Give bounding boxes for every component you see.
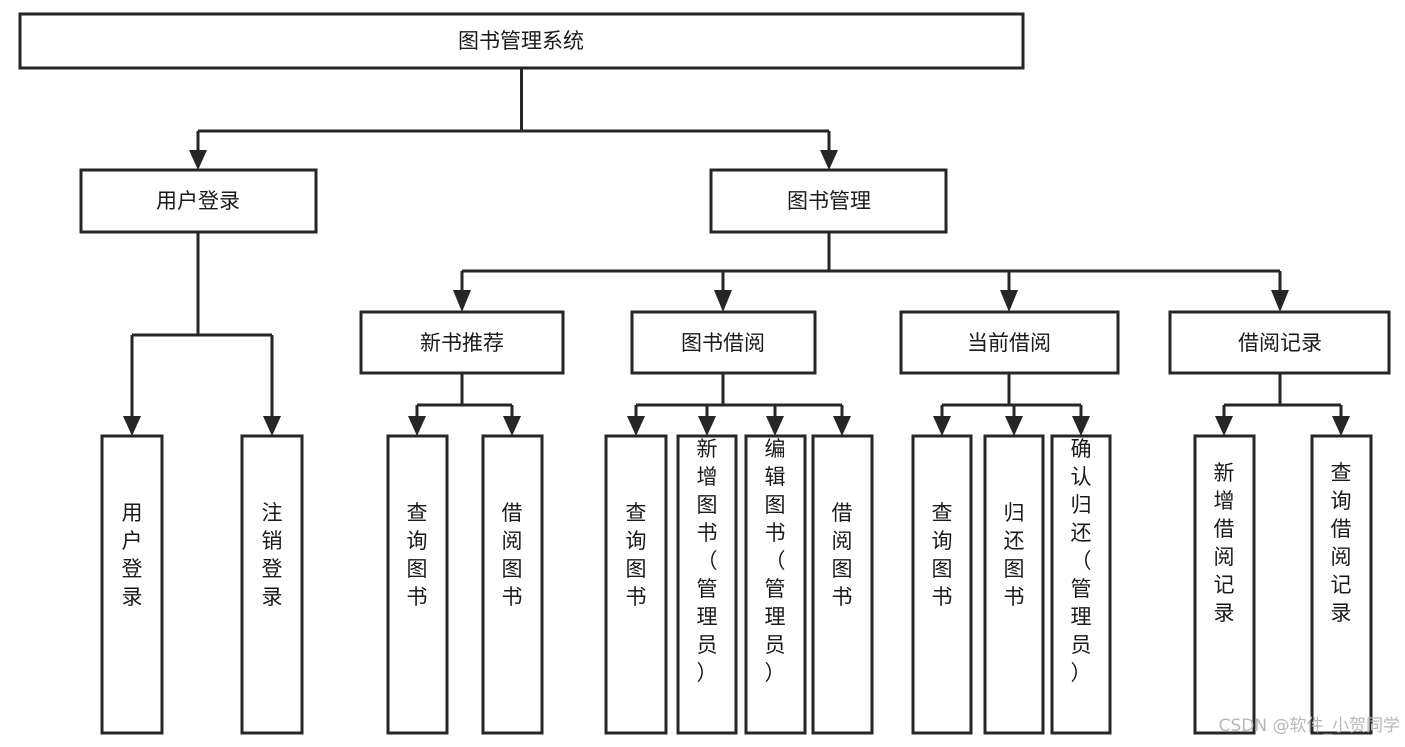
leaf-confirm-return[interactable]: 确认归还（管理员） [1050,434,1112,735]
leaf-confirm-return-box[interactable] [1050,434,1112,735]
arrow-leaf-query-book-2 [627,416,645,436]
leaf-borrow-book[interactable]: 借阅图书 [811,434,874,735]
leaf-query-borrow-record[interactable]: 查询借阅记录 [1310,434,1373,735]
leaf-logout[interactable]: 注销登录 [240,434,304,735]
leaf-edit-book[interactable]: 编辑图书（管理员） [744,434,807,735]
connector-group-current-borrow [933,373,1090,436]
leaf-edit-book-label: 编辑图书（管理员） [765,437,786,685]
arrow-leaf-confirm-return [1072,416,1090,436]
node-new-book-recommend-box[interactable] [359,310,565,375]
connector-group-book-borrow [627,373,851,436]
node-root[interactable]: 图书管理系统 [18,12,1025,70]
leaf-user-login[interactable]: 用户登录 [100,434,164,735]
node-user-login-label: 用户登录 [156,189,240,213]
node-new-book-recommend[interactable]: 新书推荐 [359,310,565,375]
node-current-borrow-box[interactable] [899,310,1120,375]
arrow-leaf-borrow-book-1 [503,416,521,436]
leaf-query-book-current-label: 查询图书 [932,501,953,609]
leaf-query-borrow-record-box[interactable] [1310,434,1373,735]
leaf-query-book-recommend[interactable]: 查询图书 [386,434,449,735]
leaf-add-book-box[interactable] [676,434,738,735]
arrow-leaf-add-record [1215,416,1233,436]
arrow-leaf-logout [263,416,281,436]
node-book-borrow-label: 图书借阅 [681,331,765,355]
leaf-query-book-borrow-label: 查询图书 [626,501,647,609]
leaf-query-book-current[interactable]: 查询图书 [911,434,973,735]
node-root-label: 图书管理系统 [458,29,584,53]
node-book-borrow[interactable]: 图书借阅 [630,310,817,375]
leaf-user-login-label: 用户登录 [122,501,143,609]
arrow-leaf-borrow-book-2 [833,416,851,436]
leaf-add-book-label: 新增图书（管理员） [697,437,718,685]
connector-group-root [189,68,838,170]
node-new-book-recommend-label: 新书推荐 [420,331,504,355]
leaf-return-book-box[interactable] [983,434,1045,735]
leaf-query-book-current-box[interactable] [911,434,973,735]
leaf-borrow-book-recommend-box[interactable] [481,434,544,735]
arrow-new-book-recommend [453,290,471,312]
node-user-login-box[interactable] [79,168,318,234]
arrow-leaf-user-login [123,416,141,436]
arrow-current-borrow [1000,290,1018,312]
node-current-borrow[interactable]: 当前借阅 [899,310,1120,375]
leaf-query-book-recommend-box[interactable] [386,434,449,735]
node-borrow-record[interactable]: 借阅记录 [1168,310,1391,375]
arrow-book-mgmt [820,150,838,170]
connector-group-borrow-record [1215,373,1350,436]
node-user-login[interactable]: 用户登录 [79,168,318,234]
arrow-book-borrow [714,290,732,312]
leaf-query-book-borrow-box[interactable] [604,434,668,735]
arrow-leaf-edit-book [766,416,784,436]
leaf-confirm-return-label: 确认归还（管理员） [1071,437,1092,685]
arrow-leaf-add-book [698,416,716,436]
arrow-borrow-record [1271,290,1289,312]
leaf-add-borrow-record-box[interactable] [1193,434,1256,735]
node-book-management-box[interactable] [709,168,948,234]
leaf-return-book-label: 归还图书 [1004,501,1025,609]
leaf-query-borrow-record-label: 查询借阅记录 [1331,461,1352,625]
connector-group-new-book [408,373,521,436]
csdn-watermark: CSDN @软件_小贺同学 [1219,716,1400,736]
leaf-return-book[interactable]: 归还图书 [983,434,1045,735]
arrow-leaf-query-record [1332,416,1350,436]
leaf-borrow-book-recommend[interactable]: 借阅图书 [481,434,544,735]
node-book-management-label: 图书管理 [787,189,871,213]
leaf-logout-label: 注销登录 [262,501,283,609]
node-borrow-record-label: 借阅记录 [1238,331,1322,355]
leaf-add-book[interactable]: 新增图书（管理员） [676,434,738,735]
leaf-borrow-book-recommend-label: 借阅图书 [502,501,523,609]
leaf-borrow-book-label: 借阅图书 [832,501,853,609]
leaf-query-book-recommend-label: 查询图书 [407,501,428,609]
node-current-borrow-label: 当前借阅 [967,331,1051,355]
node-book-borrow-box[interactable] [630,310,817,375]
connector-group-book-mgmt [453,232,1289,312]
arrow-user-login [189,150,207,170]
leaf-add-borrow-record[interactable]: 新增借阅记录 [1193,434,1256,735]
connector-group-user-login [123,232,281,436]
node-root-box[interactable] [18,12,1025,70]
leaf-logout-box[interactable] [240,434,304,735]
leaf-user-login-box[interactable] [100,434,164,735]
node-book-management[interactable]: 图书管理 [709,168,948,234]
node-borrow-record-box[interactable] [1168,310,1391,375]
leaf-borrow-book-box[interactable] [811,434,874,735]
leaf-add-borrow-record-label: 新增借阅记录 [1214,461,1235,625]
leaf-query-book-borrow[interactable]: 查询图书 [604,434,668,735]
arrow-leaf-query-book-3 [933,416,951,436]
leaf-edit-book-box[interactable] [744,434,807,735]
arrow-leaf-return-book [1005,416,1023,436]
arrow-leaf-query-book-1 [408,416,426,436]
